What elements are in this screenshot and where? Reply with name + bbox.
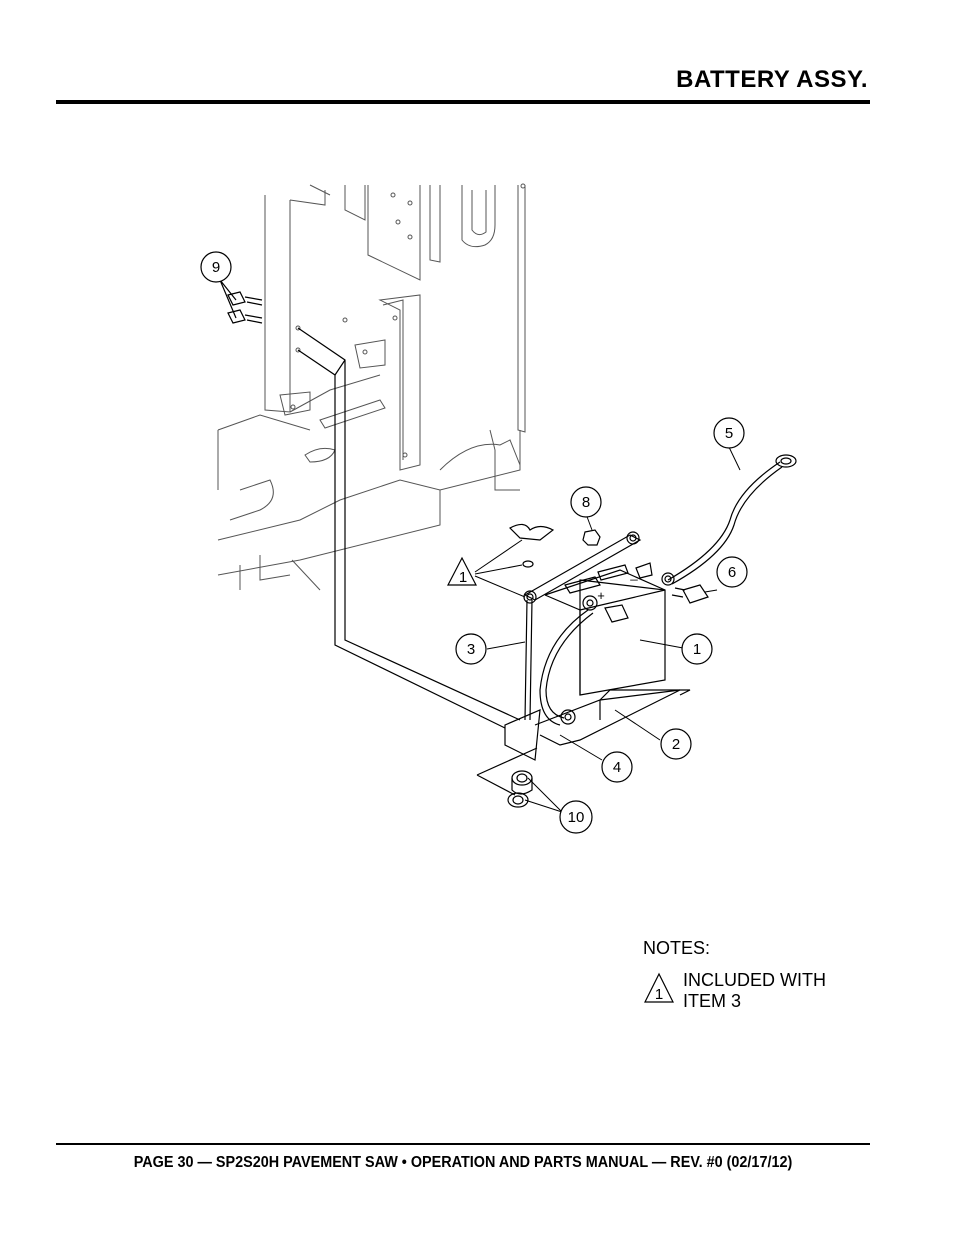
frame-handle-slot [461,185,496,248]
callout-label-4: 4 [613,759,621,776]
callout-9 [200,251,232,283]
frame-slot [344,185,366,221]
callout-label-9: 9 [212,259,220,276]
terminal-plus-label: + [597,588,605,603]
frame-bracket [378,294,421,471]
note-item: 1 INCLUDED WITH ITEM 3 [643,970,873,1020]
frame-post-left [264,195,291,413]
callout-label-1: 1 [693,641,701,658]
callout-10 [559,800,593,834]
note-triangle-label: 1 [655,986,663,1003]
callout-1 [681,633,713,665]
wing-nut [509,523,555,541]
frame-oval-hole [304,447,336,463]
note-text: INCLUDED WITH ITEM 3 [683,970,826,1011]
callout-4 [601,751,633,783]
nut-8 [582,529,601,546]
note-flag-triangle [447,556,477,586]
tray-bracket [504,709,541,761]
callout-label-8: 8 [582,494,590,511]
callout-label-6: 6 [728,564,736,581]
frame-slot-long [319,399,386,429]
callout-6 [716,556,748,588]
header-rule [56,100,870,104]
battery-front [579,579,666,696]
callout-8 [570,486,602,518]
page-title: BATTERY ASSY. [676,66,868,93]
callout-label-3: 3 [467,641,475,658]
callout-label-5: 5 [725,425,733,442]
callout-label-10: 10 [568,809,585,826]
note-flag-label: 1 [459,569,467,586]
callout-5 [713,417,745,449]
callout-label-2: 2 [672,736,680,753]
terminal-minus-label: _ [629,566,638,581]
callout-3 [455,633,487,665]
note-triangle-icon: 1 [644,972,674,1003]
callout-2 [660,728,692,760]
footer-rule [56,1143,870,1145]
notes-heading: NOTES: [643,938,711,958]
page-footer: PAGE 30 — SP2S20H PAVEMENT SAW • OPERATI… [133,1154,793,1171]
